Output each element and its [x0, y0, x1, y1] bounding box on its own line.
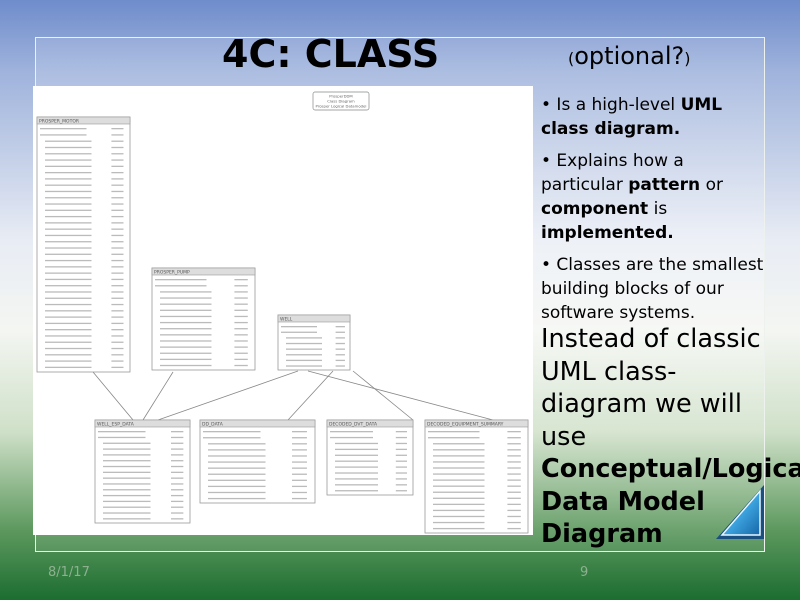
class-diagram-image: PROSPER_MOTOR PROSPER_PUMP WELL WELL_ESP_DA… [33, 86, 533, 535]
slide-subtitle: (optional?) [568, 42, 691, 70]
entity-dd-data: DD_DATA [199, 419, 316, 504]
legend-line: Class Diagram [327, 99, 355, 104]
triangle-next-icon[interactable] [714, 483, 766, 541]
relationship-line [157, 370, 299, 421]
legend-line: ProsperDDM [329, 94, 352, 99]
bullet-3: • Classes are the smallest building bloc… [541, 255, 764, 323]
entity-title: WELL_ESP_DATA [97, 422, 135, 428]
relationship-line [307, 370, 494, 421]
relationship-line [92, 371, 134, 421]
instead-text: Instead of classic UML class-diagram we … [541, 324, 800, 549]
slide-title: 4C: CLASS [222, 32, 440, 76]
relationship-line [142, 371, 174, 421]
footer-date: 8/1/17 [48, 565, 90, 580]
entity-title: DECODED_EQUIPMENT_SUMMARY [427, 422, 504, 428]
diagram-canvas: PROSPER_MOTOR PROSPER_PUMP WELL WELL_ESP_DA… [36, 91, 529, 534]
entity-decoded-equipment-summary: DECODED_EQUIPMENT_SUMMARY [424, 419, 529, 534]
relationship-line [287, 370, 334, 421]
entity-title: DD_DATA [202, 422, 224, 428]
entity-decoded-dvt-data: DECODED_DVT_DATA [326, 419, 414, 496]
entity-well-esp-data: WELL_ESP_DATA [94, 419, 191, 524]
bullet-1: • Is a high-level UML class diagram. [541, 95, 723, 139]
bullet-list: • Is a high-level UML class diagram. • E… [541, 93, 771, 333]
relationship-line [352, 370, 414, 421]
entity-title: PROSPER_MOTOR [39, 119, 79, 125]
entity-title: DECODED_DVT_DATA [329, 422, 378, 428]
bullet-2: • Explains how a particular pattern or c… [541, 151, 723, 243]
legend-line: Prosper Logical Datamodel [316, 104, 367, 109]
entity-title: PROSPER_PUMP [154, 270, 190, 276]
entity-well: WELL [277, 314, 351, 371]
page-number: 9 [580, 565, 589, 580]
entity-prosper-pump: PROSPER_PUMP [151, 267, 256, 371]
entity-title: WELL [280, 317, 293, 323]
entity-prosper-motor: PROSPER_MOTOR [36, 116, 131, 373]
